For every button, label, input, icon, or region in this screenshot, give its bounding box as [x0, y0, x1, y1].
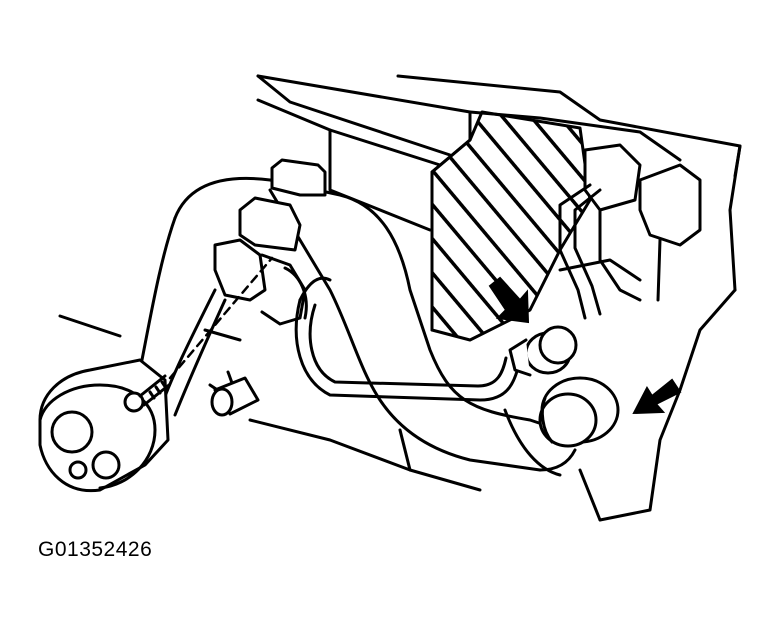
- cylinder-stub: [210, 376, 260, 417]
- body-panel: [58, 74, 742, 522]
- mount-blocks: [238, 158, 327, 252]
- bolt: [123, 374, 171, 413]
- pipe-fitting-upper: [508, 325, 578, 377]
- arrow-icon: [632, 378, 682, 415]
- bracket-assembly: [558, 143, 702, 302]
- arrow-icon: [488, 276, 530, 324]
- figure-id: G01352426: [38, 538, 153, 561]
- pipe-fitting-lower: [503, 376, 620, 477]
- pipe-clamp: [158, 238, 308, 417]
- liquid-pipe: [294, 183, 602, 402]
- alignment-line: [168, 256, 274, 380]
- flange-block: [38, 358, 170, 493]
- suction-hose: [138, 176, 577, 472]
